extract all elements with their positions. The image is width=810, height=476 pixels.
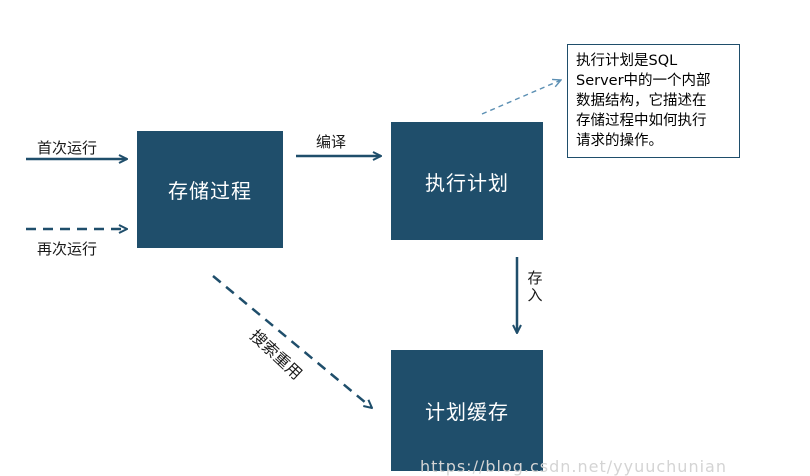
node-stored-procedure: 存储过程 [137, 131, 283, 248]
note-line-5: 请求的操作。 [576, 133, 663, 149]
search-reuse-arrow [212, 275, 372, 408]
label-store: 存 入 [527, 270, 543, 304]
node-plan-cache: 计划缓存 [391, 350, 543, 471]
note-line-1: 执行计划是SQL [576, 53, 678, 69]
note-pointer-arrow [481, 80, 561, 115]
note-callout: 执行计划是SQL Server中的一个内部 数据结构，它描述在 存储过程中如何执… [567, 44, 740, 158]
watermark-url: https://blog.csdn.net/yyuuchunian [420, 457, 727, 476]
note-line-3: 数据结构，它描述在 [576, 93, 707, 109]
label-store-char-1: 存 [527, 269, 543, 287]
label-store-char-2: 入 [527, 286, 543, 304]
label-compile: 编译 [316, 133, 347, 151]
node-execution-plan: 执行计划 [391, 122, 543, 240]
label-first-run: 首次运行 [37, 139, 98, 157]
label-rerun: 再次运行 [37, 240, 98, 258]
note-line-4: 存储过程中如何执行 [576, 113, 707, 129]
note-line-2: Server中的一个内部 [576, 73, 711, 89]
